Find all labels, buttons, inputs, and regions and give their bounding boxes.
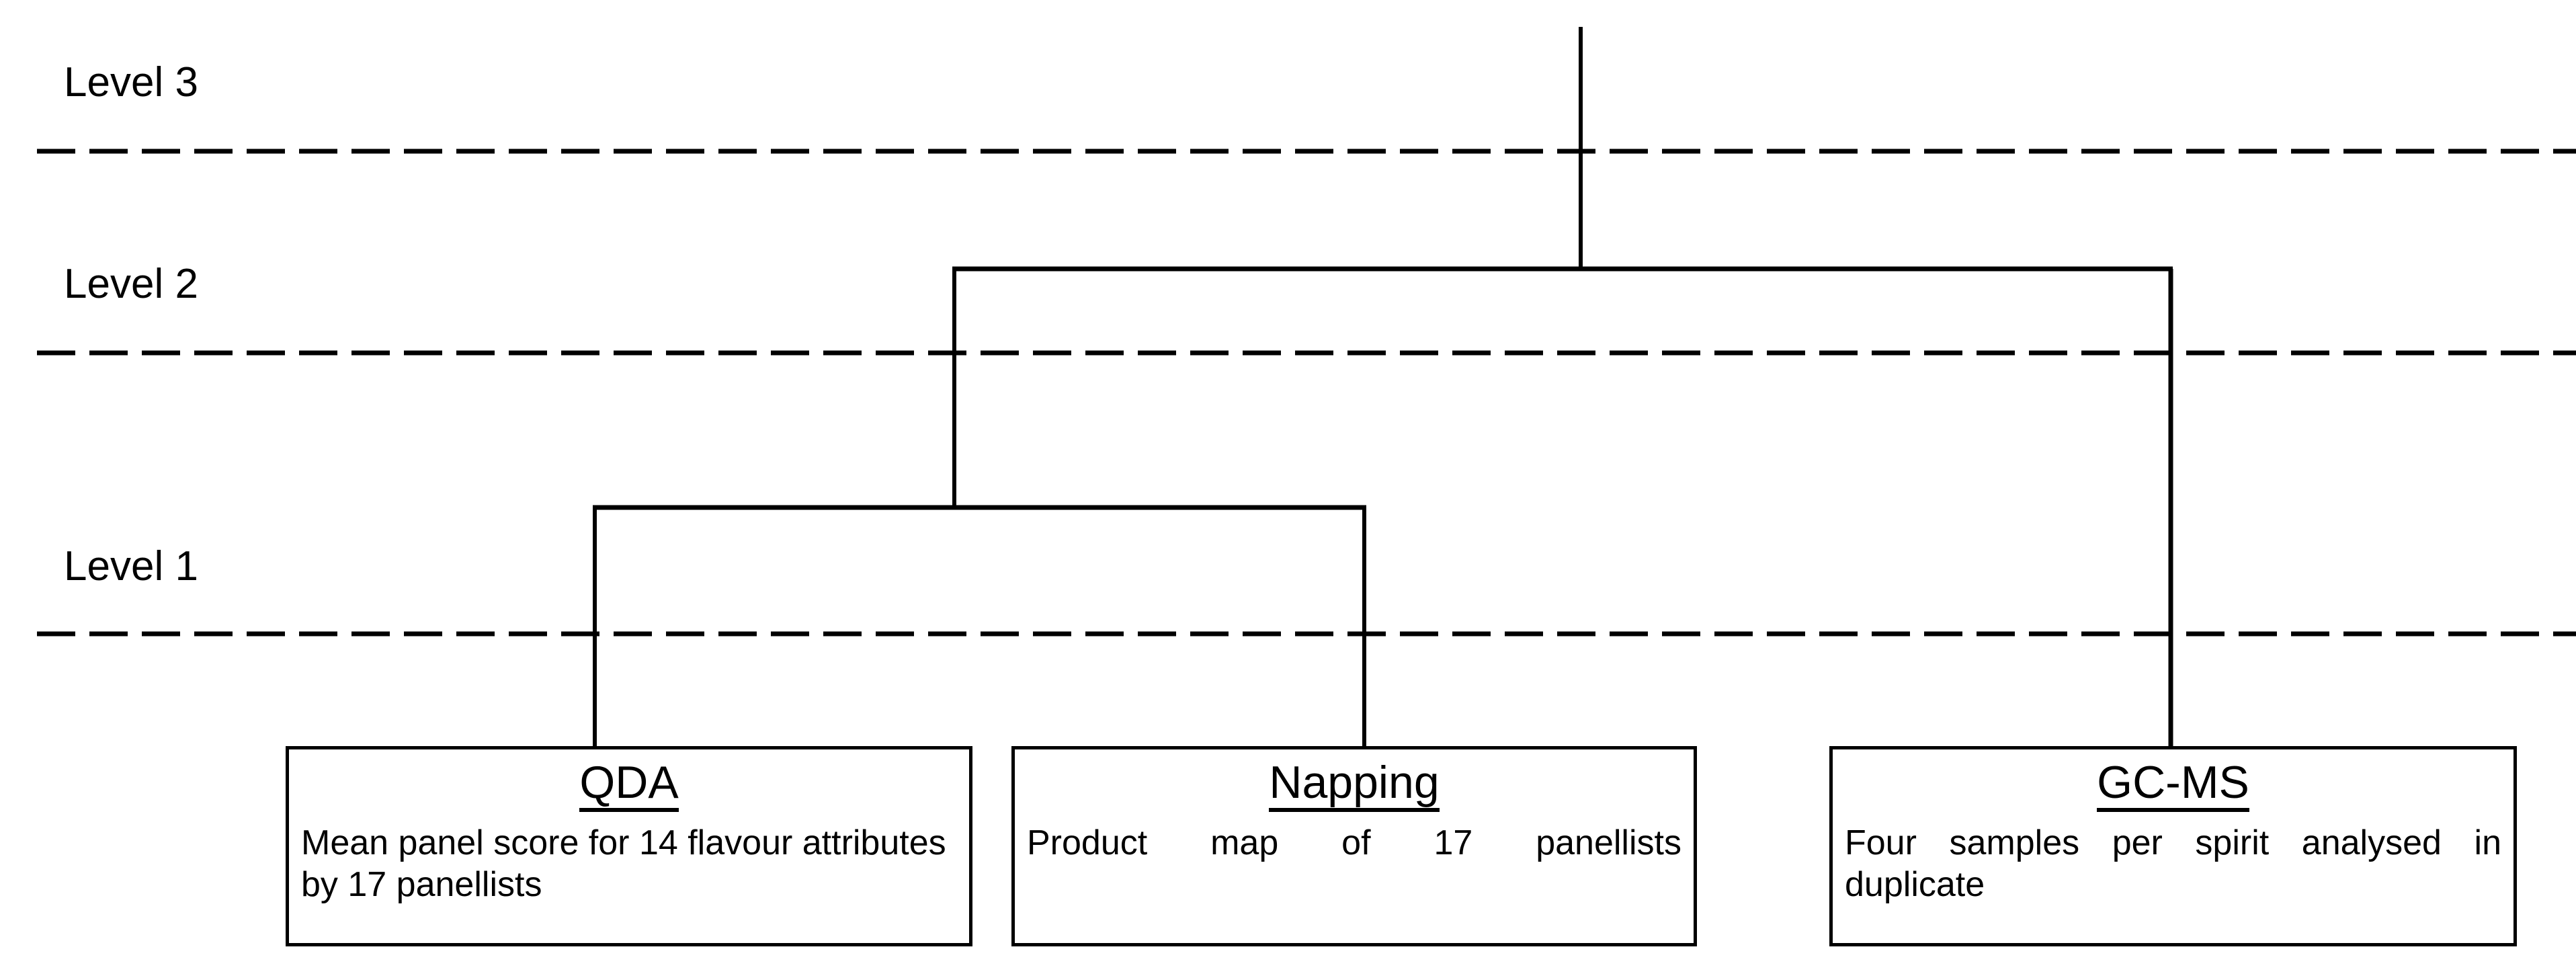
node-content-gcms: GC-MS Four samples per spirit analysed i… <box>1833 749 2513 943</box>
node-description-napping: Product map of 17 panellists <box>1027 823 1681 863</box>
node-title-text-napping: Napping <box>1269 758 1440 813</box>
node-content-qda: QDA Mean panel score for 14 flavour attr… <box>289 749 969 943</box>
node-title-napping: Napping <box>1027 758 1681 813</box>
level-3-label: Level 3 <box>64 59 198 106</box>
node-title-text-qda: QDA <box>579 758 679 813</box>
level-2-label: Level 2 <box>64 261 198 307</box>
node-box-napping[interactable]: Napping Product map of 17 panellists <box>1011 746 1697 946</box>
node-box-qda[interactable]: QDA Mean panel score for 14 flavour attr… <box>286 746 972 946</box>
node-description-qda: Mean panel score for 14 flavour attribut… <box>301 823 946 904</box>
node-content-napping: Napping Product map of 17 panellists <box>1015 749 1694 943</box>
level-1-label: Level 1 <box>64 543 198 589</box>
node-title-gcms: GC-MS <box>1845 758 2501 813</box>
node-description-gcms: Four samples per spirit analysed in dupl… <box>1845 823 2501 904</box>
node-box-gcms[interactable]: GC-MS Four samples per spirit analysed i… <box>1829 746 2517 946</box>
node-title-text-gcms: GC-MS <box>2097 758 2249 813</box>
node-title-qda: QDA <box>301 758 957 813</box>
